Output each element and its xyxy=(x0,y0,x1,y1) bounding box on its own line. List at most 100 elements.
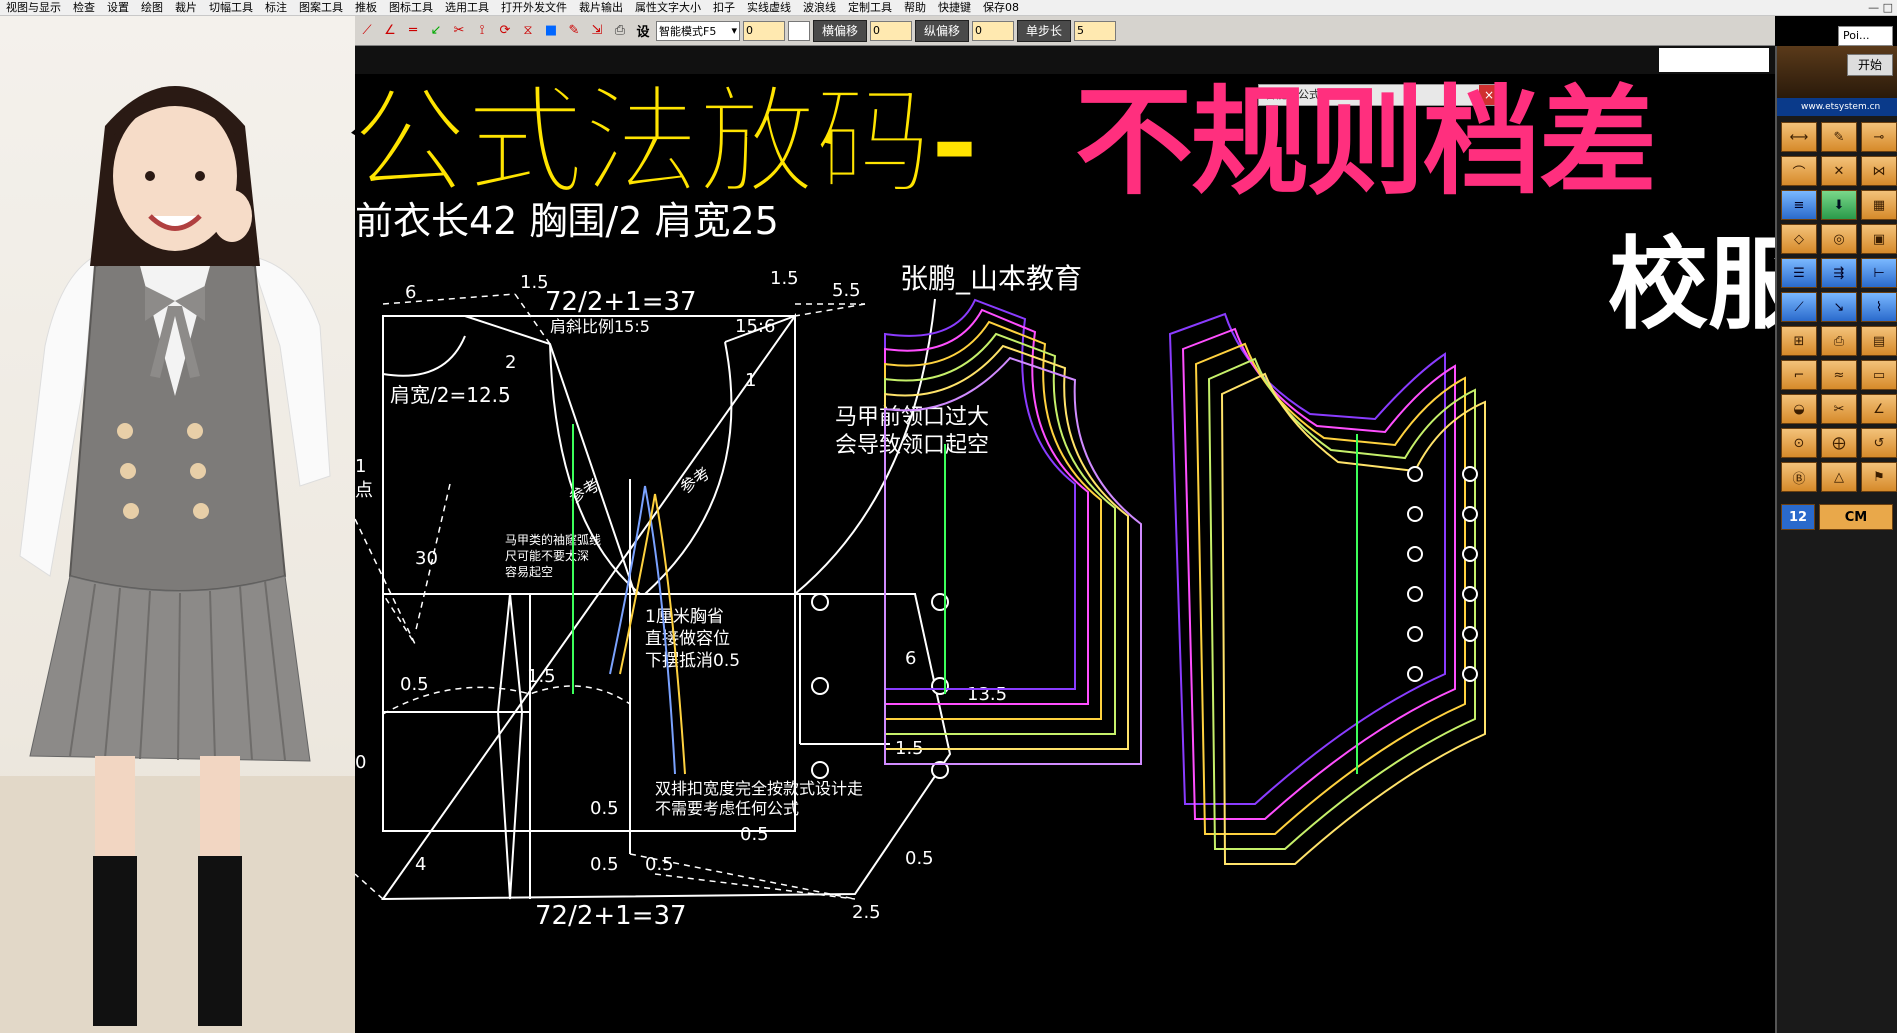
menu-item-12[interactable]: 裁片输出 xyxy=(579,0,623,14)
unit-label[interactable]: CM xyxy=(1819,504,1893,530)
toggle-box[interactable] xyxy=(788,20,810,41)
pin-icon[interactable]: ⊸ xyxy=(1861,122,1897,152)
pen-icon[interactable]: ✎ xyxy=(1821,122,1857,152)
close-icon[interactable]: × xyxy=(1479,85,1499,105)
svg-text:0.5: 0.5 xyxy=(400,674,429,695)
join-icon[interactable]: ⨁ xyxy=(1821,428,1857,458)
svg-text:6: 6 xyxy=(405,282,416,303)
dart-note-line2: 直接做容位 xyxy=(645,629,730,649)
brace-icon[interactable]: ⋈ xyxy=(1861,156,1897,186)
graded-front-piece xyxy=(609,298,1142,775)
cut-icon[interactable]: ✂ xyxy=(1821,394,1857,424)
menu-item-11[interactable]: 打开外发文件 xyxy=(501,0,567,14)
fold-icon[interactable]: ⌐ xyxy=(1781,360,1817,390)
parallel-tool-icon[interactable]: ═ xyxy=(409,23,417,38)
point-icon[interactable]: ⊙ xyxy=(1781,428,1817,458)
settings-glyph[interactable]: 设 xyxy=(636,25,650,40)
armhole-note-line3: 容易起空 xyxy=(505,564,553,579)
menu-item-0[interactable]: 视图与显示 xyxy=(6,0,61,14)
measure-tool-icon[interactable]: ⟟ xyxy=(479,23,485,38)
dart-tool-icon[interactable]: ✎ xyxy=(568,23,580,38)
window-controls[interactable]: — □ xyxy=(1868,1,1893,14)
rotate-tool-icon[interactable]: ⟳ xyxy=(499,23,511,38)
notch-icon[interactable]: ⊢ xyxy=(1861,258,1897,288)
leaf-icon[interactable]: ⌇ xyxy=(1861,292,1897,322)
menu-item-2[interactable]: 设置 xyxy=(107,0,129,14)
palette-grid-1: ⟷ ✎ ⊸ ⌒ ✕ ⋈ ≡ ⬇ ▦ ◇ ◎ ▣ ☰ ⇶ ⊢ ⟋ ↘ ⌇ ⊞ ⎙ … xyxy=(1777,116,1897,498)
cross-icon[interactable]: ✕ xyxy=(1821,156,1857,186)
angle-icon[interactable]: ∠ xyxy=(1861,394,1897,424)
car-icon[interactable]: ◒ xyxy=(1781,394,1817,424)
color-tool-icon[interactable]: ■ xyxy=(544,23,558,38)
value-field-1[interactable]: 0 xyxy=(743,20,785,41)
unit-number[interactable]: 12 xyxy=(1781,504,1815,530)
menu-item-19[interactable]: 快捷键 xyxy=(938,0,971,14)
toolbar: ⟋ ∠ ═ ↙ ✂ ⟟ ⟳ ⧖ ■ ✎ ⇲ ⎙ 设 智能模式F5▾ 0 横偏移 … xyxy=(355,16,1775,46)
menu-item-3[interactable]: 绘图 xyxy=(141,0,163,14)
neck-note-line2: 会导致领口起空 xyxy=(835,433,989,458)
reference-label-right: 参考 xyxy=(676,463,713,497)
menu-item-8[interactable]: 推板 xyxy=(355,0,377,14)
triangle-icon[interactable]: △ xyxy=(1821,462,1857,492)
start-button[interactable]: 开始 xyxy=(1847,54,1893,76)
curve-icon[interactable]: ⌒ xyxy=(1781,156,1817,186)
step-length-input[interactable]: 5 xyxy=(1074,20,1117,41)
back-button-markers xyxy=(1407,466,1478,682)
vertical-offset-input[interactable]: 0 xyxy=(972,20,1015,41)
palette-url: www.etsystem.cn xyxy=(1777,98,1897,116)
align-icon[interactable]: ≡ xyxy=(1781,190,1817,220)
armhole-note-line2: 尺可能不要太深 xyxy=(505,548,589,563)
stack-icon[interactable]: ☰ xyxy=(1781,258,1817,288)
headline-subtitle: 校服 xyxy=(1608,226,1808,343)
scissor-tool-icon[interactable]: ✂ xyxy=(453,23,465,38)
menu-item-18[interactable]: 帮助 xyxy=(904,0,926,14)
menu-item-17[interactable]: 定制工具 xyxy=(848,0,892,14)
mode-select[interactable]: 智能模式F5▾ xyxy=(656,20,740,41)
angle-tool-icon[interactable]: ∠ xyxy=(384,23,396,38)
menu-item-10[interactable]: 选用工具 xyxy=(445,0,489,14)
formula-toolbar-dialog[interactable]: 智能放公式工具条 × xyxy=(1258,84,1500,106)
print-tool-icon[interactable]: ⎙ xyxy=(614,23,626,38)
menu-item-7[interactable]: 图案工具 xyxy=(299,0,343,14)
arrow-down-icon[interactable]: ⬇ xyxy=(1821,190,1857,220)
menu-item-16[interactable]: 波浪线 xyxy=(803,0,836,14)
menu-item-9[interactable]: 图标工具 xyxy=(389,0,433,14)
grade-tool-icon[interactable]: ⇲ xyxy=(591,23,603,38)
horizontal-offset-input[interactable]: 0 xyxy=(870,20,913,41)
ratio-right-label: 15:6 xyxy=(735,316,775,337)
spiral-icon[interactable]: ◎ xyxy=(1821,224,1857,254)
rect-icon[interactable]: ▭ xyxy=(1861,360,1897,390)
menu-item-1[interactable]: 检查 xyxy=(73,0,95,14)
wave-icon[interactable]: ≈ xyxy=(1821,360,1857,390)
menu-item-5[interactable]: 切幅工具 xyxy=(209,0,253,14)
point-popup[interactable]: Poi... xyxy=(1838,26,1893,46)
knife-icon[interactable]: ⟋ xyxy=(1781,292,1817,322)
grid-icon[interactable]: ▦ xyxy=(1861,190,1897,220)
hook-icon[interactable]: ↺ xyxy=(1861,428,1897,458)
menu-item-14[interactable]: 扣子 xyxy=(713,0,735,14)
menu-item-6[interactable]: 标注 xyxy=(265,0,287,14)
svg-text:0.5: 0.5 xyxy=(905,848,934,869)
shape-icon[interactable]: ◇ xyxy=(1781,224,1817,254)
mirror-tool-icon[interactable]: ⧖ xyxy=(523,23,533,38)
blank-field[interactable] xyxy=(1659,48,1769,72)
cad-canvas[interactable]: 前衣长42 胸围/2 肩宽25 张鹏_山本教育 xyxy=(354,74,1775,1033)
button-markers xyxy=(811,593,949,779)
flag-icon[interactable]: ⚑ xyxy=(1861,462,1897,492)
menu-item-4[interactable]: 裁片 xyxy=(175,0,197,14)
line-tool-icon[interactable]: ⟋ xyxy=(362,23,372,38)
pattern-drafting-svg: 前衣长42 胸围/2 肩宽25 张鹏_山本教育 xyxy=(354,199,1486,931)
needle-icon[interactable]: ↘ xyxy=(1821,292,1857,322)
tag-icon[interactable]: ⊞ xyxy=(1781,326,1817,356)
ruler-icon[interactable]: ⟷ xyxy=(1781,122,1817,152)
square-icon[interactable]: ▣ xyxy=(1861,224,1897,254)
print-icon[interactable]: ⎙ xyxy=(1821,326,1857,356)
curve-tool-icon[interactable]: ↙ xyxy=(430,23,442,38)
fill-icon[interactable]: ▤ xyxy=(1861,326,1897,356)
headline-part2: 不规则档差 xyxy=(1075,73,1657,211)
menu-item-13[interactable]: 属性文字大小 xyxy=(635,0,701,14)
badge-icon[interactable]: Ⓑ xyxy=(1781,462,1817,492)
menu-item-20[interactable]: 保存08 xyxy=(983,0,1019,14)
menu-item-15[interactable]: 实线虚线 xyxy=(747,0,791,14)
grade-icon[interactable]: ⇶ xyxy=(1821,258,1857,288)
